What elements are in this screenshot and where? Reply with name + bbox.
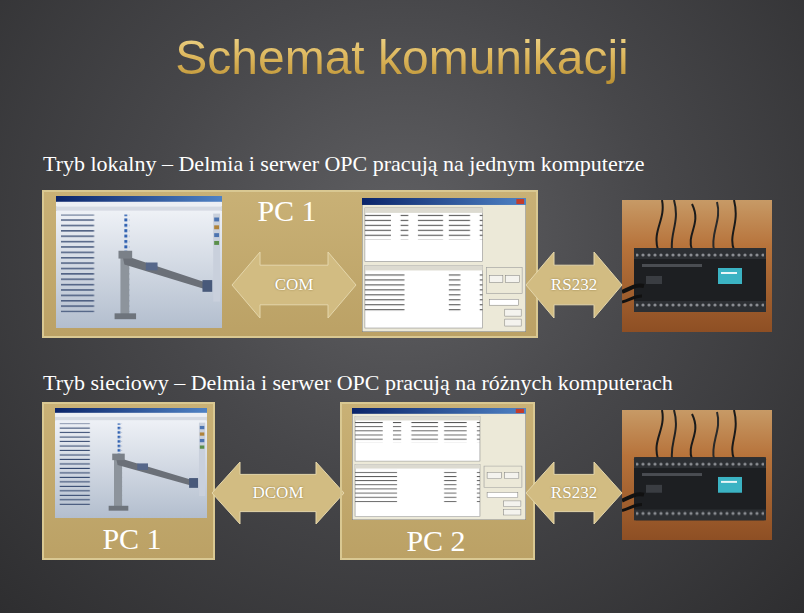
plc-photo bbox=[622, 410, 772, 540]
link-arrow: RS232 bbox=[526, 252, 622, 318]
link-label: COM bbox=[275, 275, 314, 295]
opc-server-screenshot bbox=[352, 408, 526, 520]
delmia-screenshot bbox=[56, 196, 222, 328]
pc-panel: PC 1 COM bbox=[42, 190, 538, 338]
pc-panel-fill bbox=[42, 190, 538, 338]
delmia-screenshot bbox=[55, 408, 207, 518]
pc-panel-fill bbox=[340, 402, 535, 560]
slide-title: Schemat komunikacji bbox=[0, 28, 804, 88]
link-label: DCOM bbox=[252, 483, 303, 503]
double-arrow-path bbox=[212, 462, 344, 524]
double-arrow-path bbox=[526, 462, 622, 524]
link-label: RS232 bbox=[551, 483, 597, 503]
pc-panel: PC 2 bbox=[340, 402, 535, 560]
link-arrow: COM bbox=[232, 252, 356, 318]
pc-panel-fill bbox=[42, 402, 215, 560]
mode-caption: Tryb sieciowy – Delmia i serwer OPC prac… bbox=[43, 369, 673, 397]
link-label: RS232 bbox=[551, 275, 597, 295]
plc-photo bbox=[622, 200, 772, 332]
link-arrow: RS232 bbox=[526, 462, 622, 524]
mode-caption: Tryb lokalny – Delmia i serwer OPC pracu… bbox=[43, 150, 645, 178]
double-arrow-path bbox=[526, 252, 622, 318]
opc-server-screenshot bbox=[362, 198, 526, 332]
double-arrow-path bbox=[232, 252, 356, 318]
pc-label: PC 2 bbox=[406, 524, 465, 558]
pc-label: PC 1 bbox=[257, 194, 316, 228]
pc-panel: PC 1 bbox=[42, 402, 215, 560]
pc-label: PC 1 bbox=[102, 522, 161, 556]
link-arrow: DCOM bbox=[212, 462, 344, 524]
